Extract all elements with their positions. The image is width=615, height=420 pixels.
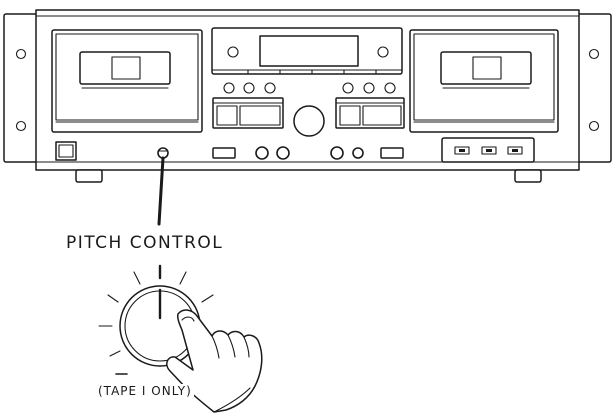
cassette-deck-icon (3, 9, 612, 183)
volume-knob (293, 105, 325, 137)
left-transport-buttons (212, 82, 284, 129)
tape-one-only-label: (TAPE I ONLY) (96, 384, 194, 398)
right-cassette-door (409, 29, 559, 133)
pitch-control-label: PITCH CONTROL (66, 233, 224, 253)
callout-line (157, 156, 165, 226)
right-transport-buttons (335, 82, 405, 129)
display-panel (211, 27, 403, 75)
power-button (55, 141, 77, 161)
left-cassette-door (51, 29, 203, 133)
